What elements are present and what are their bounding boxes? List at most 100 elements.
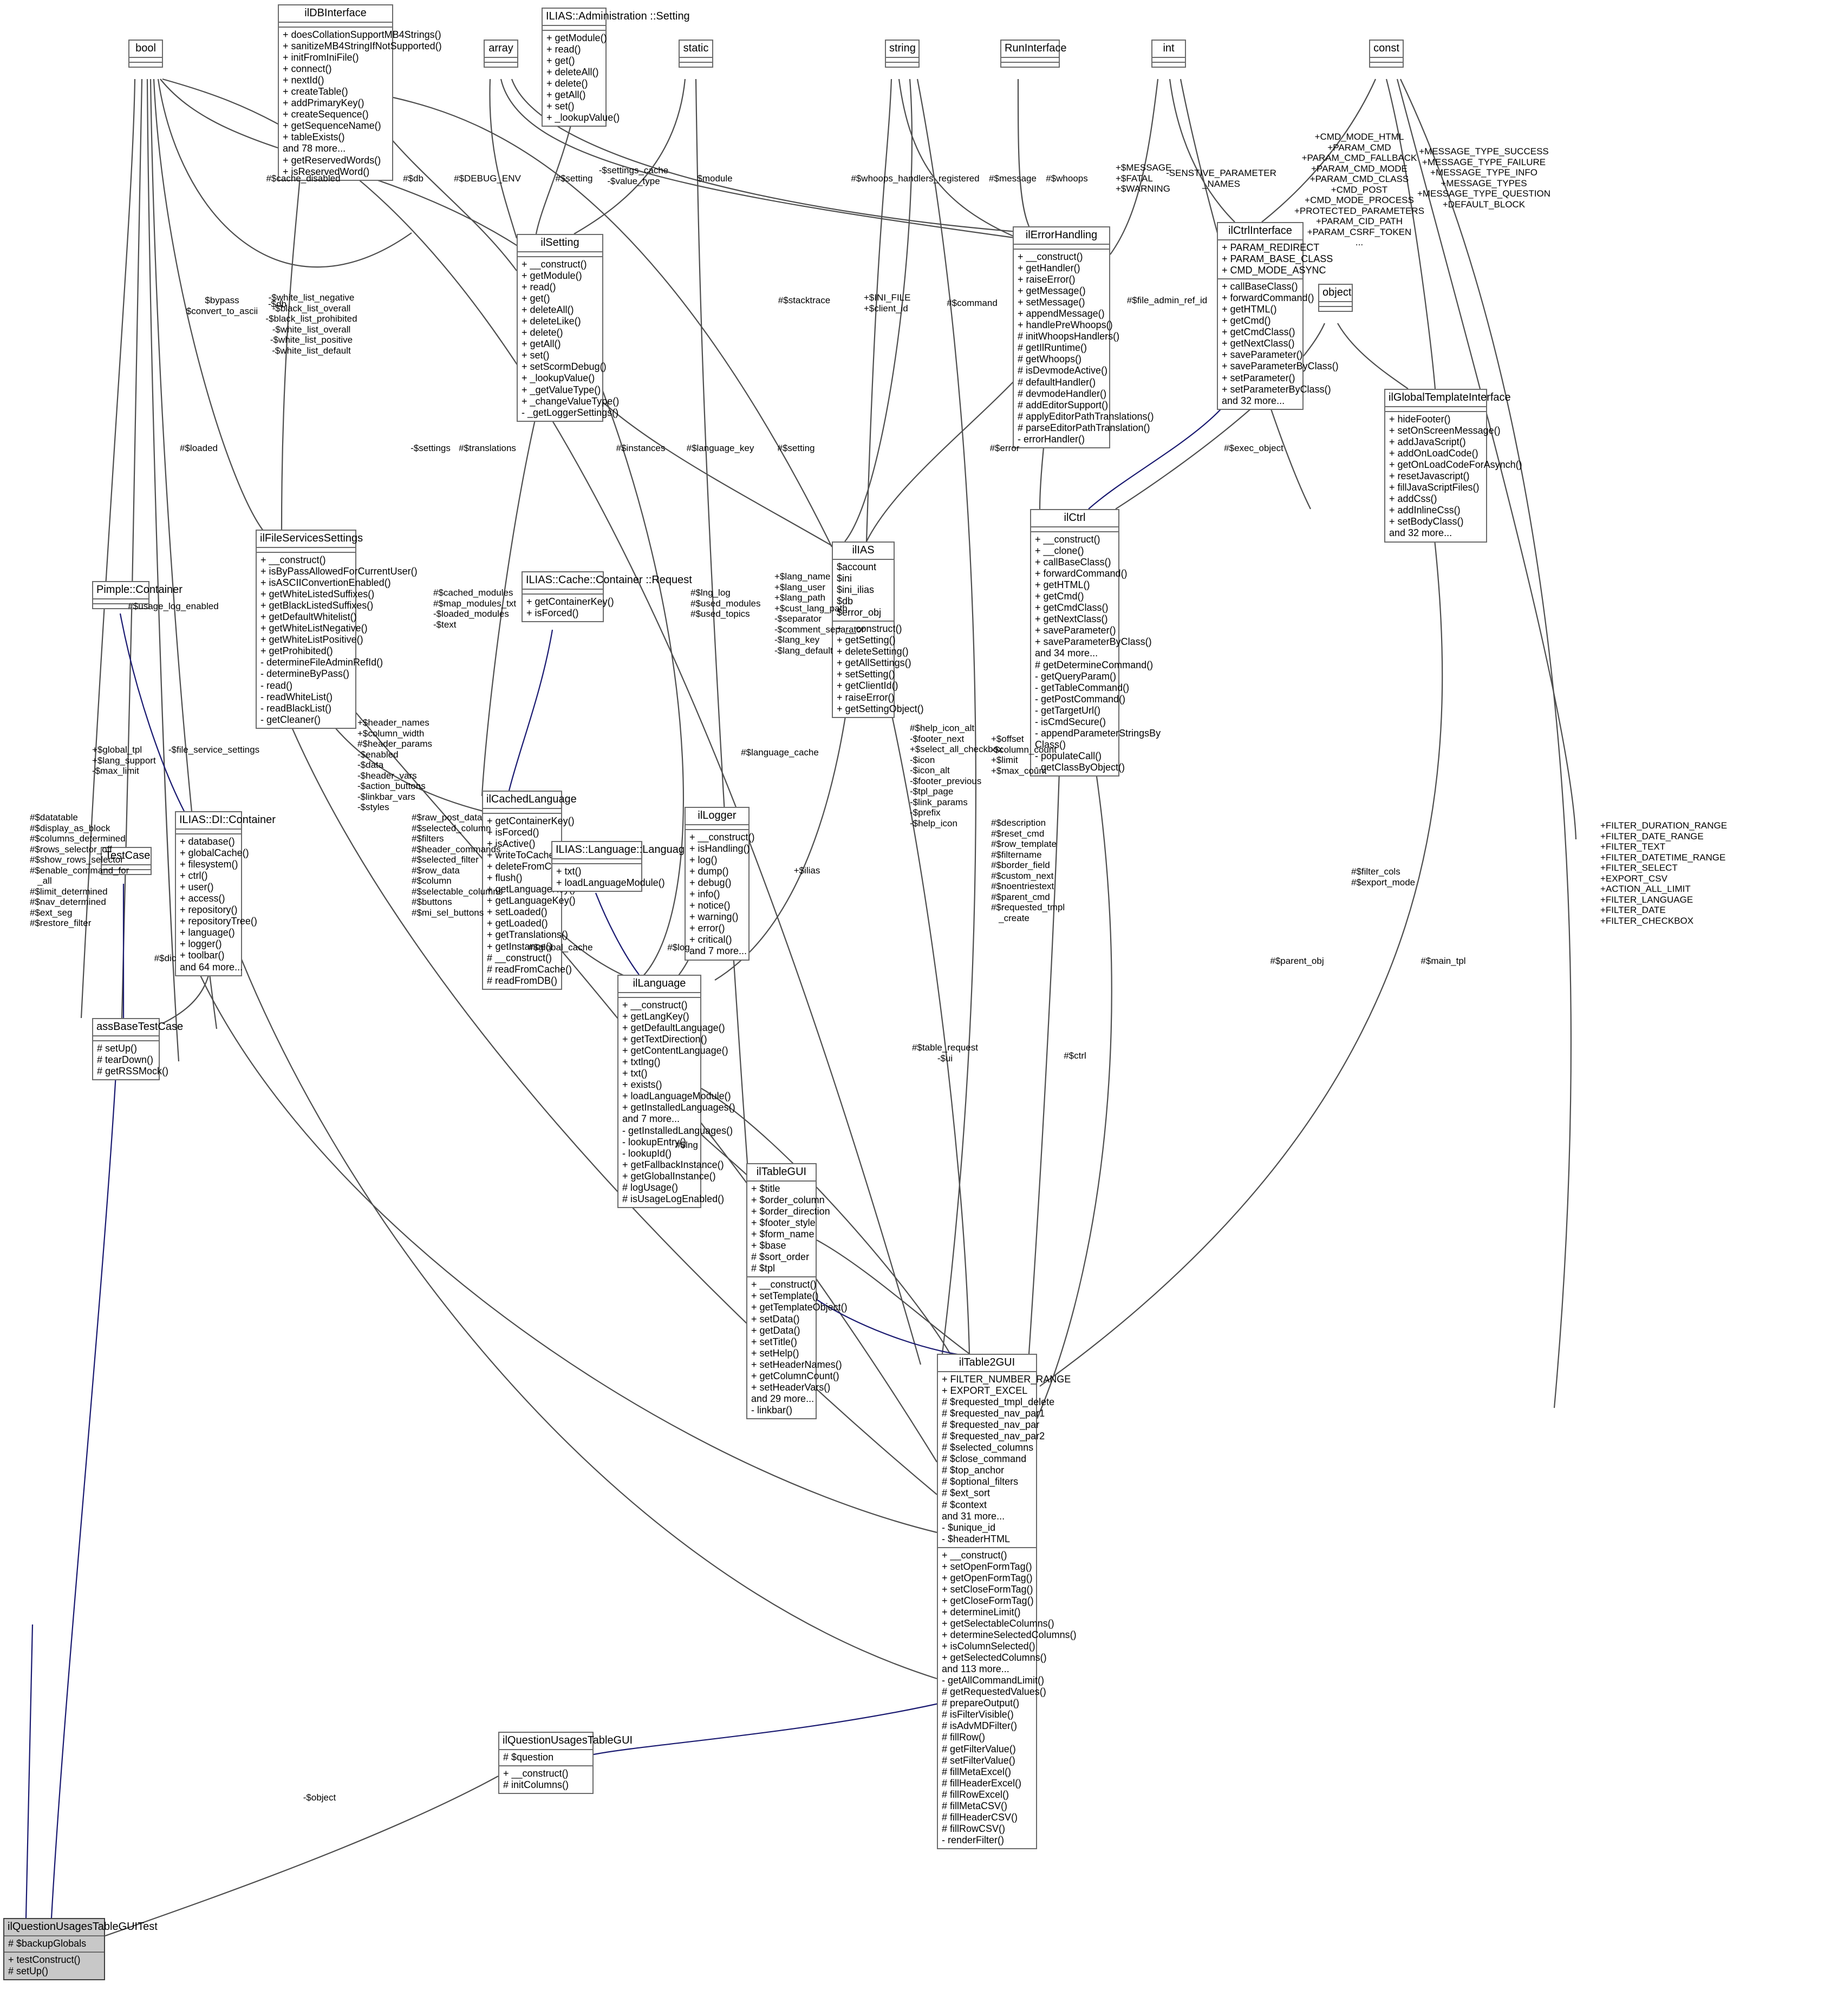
class-node-operations: + database()+ globalCache()+ filesystem(… xyxy=(176,834,257,975)
class-operation: + getHTML() xyxy=(1035,579,1090,591)
class-operation: Class() xyxy=(1035,739,1066,750)
edge-label-db1: #$db xyxy=(403,173,423,184)
class-operation: + deleteAll() xyxy=(546,67,599,78)
class-operation: - determineFileAdminRefId() xyxy=(260,657,383,668)
compartment-divider xyxy=(129,57,162,58)
class-node-iltable2gui[interactable]: ilTable2GUI+ FILTER_NUMBER_RANGE+ EXPORT… xyxy=(937,1354,1077,1849)
class-node-ilcachedlanguage[interactable]: ilCachedLanguage+ getContainerKey()+ isF… xyxy=(482,791,579,990)
class-operation: + setHeaderVars() xyxy=(751,1381,831,1393)
compartment-divider xyxy=(938,1547,1036,1548)
class-operation: + isByPassAllowedForCurrentUser() xyxy=(260,566,418,577)
class-node-object[interactable]: object xyxy=(1318,284,1353,312)
class-node-attributes xyxy=(552,859,641,863)
class-operation: + isColumnSelected() xyxy=(942,1641,1035,1652)
class-operation: + callBaseClass() xyxy=(1222,281,1298,292)
class-node-illanguage[interactable]: ilLanguage + __construct()+ getLangKey()+… xyxy=(617,975,735,1208)
class-operation: + __construct() xyxy=(942,1549,1007,1561)
class-node-ilquestionusagestableguitest[interactable]: ilQuestionUsagesTableGUITest# $backupGlo… xyxy=(3,1918,158,1981)
class-operation: + delete() xyxy=(546,78,588,89)
class-node-assbasetestcase[interactable]: assBaseTestCase# setUp()# tearDown()# ge… xyxy=(92,1018,183,1081)
class-node-ilquestionusagestablegui[interactable]: ilQuestionUsagesTableGUI# $question+ __c… xyxy=(498,1732,633,1795)
edge-label-header_names: +$header_names +$column_width #$header_p… xyxy=(357,717,432,813)
class-node-operations: # setUp()# tearDown()# getRSSMock() xyxy=(93,1041,168,1079)
compartment-divider xyxy=(1014,244,1109,245)
compartment-divider xyxy=(1370,62,1403,63)
class-operation: + getModule() xyxy=(522,270,582,282)
class-operation: + getDefaultWhitelist() xyxy=(260,611,357,623)
compartment-divider xyxy=(102,864,151,865)
class-node-operations: + __construct()+ getModule()+ read()+ ge… xyxy=(518,257,619,421)
class-operation: + repository() xyxy=(180,904,238,916)
class-operation: + getCmdClass() xyxy=(1222,327,1295,338)
class-operation: # readFromCache() xyxy=(487,963,572,975)
class-node-ilsetting[interactable]: ilSetting+ __construct()+ getModule()+ r… xyxy=(517,234,619,422)
class-operation: # fillRowCSV() xyxy=(942,1823,1006,1834)
class-operation: # isFilterVisible() xyxy=(942,1709,1014,1720)
class-operation: - renderFilter() xyxy=(942,1834,1005,1845)
class-operation: + addCss() xyxy=(1389,493,1437,505)
class-operation: # setUp() xyxy=(8,1966,49,1977)
class-operation: # getRequestedValues() xyxy=(942,1686,1046,1698)
class-node-operations: + testConstruct()# setUp() xyxy=(4,1953,104,1979)
edge-label-translations: #$translations xyxy=(459,443,516,453)
class-operation: + isActive() xyxy=(487,838,536,850)
class-node-ilglobaltemplateinterface[interactable]: ilGlobalTemplateInterface+ hideFooter()+… xyxy=(1384,389,1522,543)
class-operation: - lookupEntry() xyxy=(622,1136,687,1147)
class-node-runinterface[interactable]: RunInterface xyxy=(1000,40,1067,68)
class-node-iltablegui[interactable]: ilTableGUI+ $title+ $order_column+ $orde… xyxy=(746,1163,848,1419)
class-node-testcase[interactable]: TestCase xyxy=(101,847,152,875)
edge-label-message_type_consts: +MESSAGE_TYPE_SUCCESS +MESSAGE_TYPE_FAIL… xyxy=(1417,146,1551,210)
class-node-ildbinterface[interactable]: ilDBInterface+ doesCollationSupportMB4St… xyxy=(278,4,442,181)
edge-label-global_tpl: +$global_tpl +$lang_support -$max_limit xyxy=(92,745,156,777)
class-node-operations xyxy=(1370,63,1403,67)
class-operation: + addPrimaryKey() xyxy=(283,97,364,109)
edge-label-cached_modules: #$cached_modules #$map_modules_txt -$loa… xyxy=(433,588,517,630)
class-node-const[interactable]: const xyxy=(1369,40,1404,68)
class-node-string[interactable]: string xyxy=(885,40,920,68)
class-node-ilerrorhandling[interactable]: ilErrorHandling+ __construct()+ getHandl… xyxy=(1013,226,1154,448)
class-operation: + saveParameter() xyxy=(1222,349,1303,361)
class-operation: + __construct() xyxy=(751,1279,817,1290)
class-node-attributes xyxy=(176,830,241,833)
class-operation: + getSelectableColumns() xyxy=(942,1617,1054,1629)
class-node-title: static xyxy=(683,42,709,54)
class-node-attributes xyxy=(886,58,918,62)
edge-label-setting3: #$setting xyxy=(777,443,815,453)
class-node-static[interactable]: static xyxy=(679,40,713,68)
class-node-operations: + __construct()+ getLangKey()+ getDefaul… xyxy=(618,998,735,1207)
class-node-bool[interactable]: bool xyxy=(128,40,163,68)
class-node-title: ilErrorHandling xyxy=(1025,229,1098,241)
class-node-array[interactable]: array xyxy=(484,40,518,68)
class-node-ilfileservicessettings[interactable]: ilFileServicesSettings+ __construct()+ i… xyxy=(256,530,418,729)
compartment-divider xyxy=(886,62,918,63)
class-node-ilias-language-language[interactable]: ILIAS::Language::Language+ txt()+ loadLa… xyxy=(551,841,690,892)
class-operation: and 113 more... xyxy=(942,1663,1009,1675)
class-node-operations: + doesCollationSupportMB4Strings()+ sani… xyxy=(279,28,442,180)
class-operation: + raiseError() xyxy=(837,691,895,703)
class-node-ilias-administration-setting[interactable]: ILIAS::Administration ::Setting+ getModu… xyxy=(542,8,690,127)
class-node-int[interactable]: int xyxy=(1151,40,1186,68)
class-operation: + isReservedWord() xyxy=(283,166,370,177)
class-operation: + delete() xyxy=(522,327,563,338)
class-operation: + get() xyxy=(546,55,575,67)
class-node-illogger[interactable]: ilLogger+ __construct()+ isHandling()+ l… xyxy=(685,807,755,961)
class-attribute: + $form_name xyxy=(751,1229,814,1240)
class-node-attributes xyxy=(1152,58,1185,62)
class-operation: # setUp() xyxy=(97,1043,138,1054)
class-node-ilias-cache-container-request[interactable]: ILIAS::Cache::Container ::Request+ getCo… xyxy=(522,571,692,623)
class-node-ilctrlinterface[interactable]: ilCtrlInterface+ PARAM_REDIRECT+ PARAM_B… xyxy=(1217,222,1339,410)
compartment-divider xyxy=(543,30,605,31)
edge-label-description: #$description #$reset_cmd #$row_template… xyxy=(991,818,1065,923)
class-node-ilctrl[interactable]: ilCtrl+ __construct()+ __clone()+ callBa… xyxy=(1030,509,1161,777)
class-operation: + getTranslations() xyxy=(487,929,568,941)
class-node-attributes xyxy=(1370,58,1403,62)
compartment-divider xyxy=(485,62,517,63)
class-node-title: ilLanguage xyxy=(633,977,686,989)
class-operation: + getContainerKey() xyxy=(487,815,575,826)
class-operation: + sanitizeMB4StringIfNotSupported() xyxy=(283,41,442,52)
class-node-pimple-container[interactable]: Pimple::Container xyxy=(92,581,183,609)
class-node-ilias-di-container[interactable]: ILIAS::DI::Container+ database()+ global… xyxy=(175,811,276,976)
class-operation: + createTable() xyxy=(283,86,348,97)
class-node-ilias[interactable]: ilIAS$account$ini$ini_ilias$db$error_obj… xyxy=(832,541,924,718)
class-operation: # devmodeHandler() xyxy=(1018,388,1107,399)
